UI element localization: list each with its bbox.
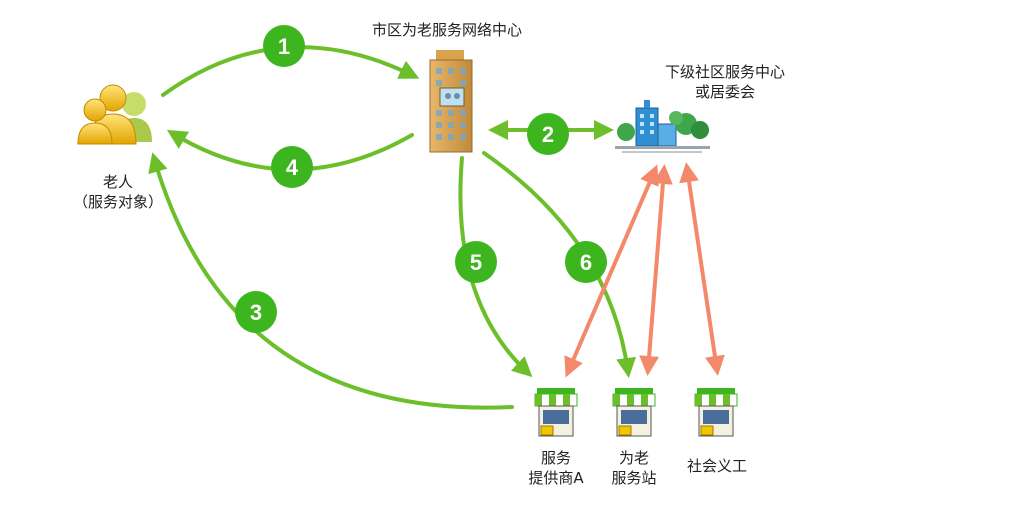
step-badge-5-label: 5	[470, 250, 482, 275]
arrow-community-volunteer	[679, 162, 725, 376]
label-community: 下级社区服务中心 或居委会	[655, 62, 795, 102]
orange-arrows	[564, 162, 725, 378]
step-badge-3-label: 3	[250, 300, 262, 325]
step-badge-2: 2	[527, 113, 569, 155]
shop-icon-provider	[534, 388, 578, 437]
label-elder: 老人 （服务对象）	[58, 172, 178, 212]
label-station-line-2: 服务站	[611, 469, 657, 487]
label-elder-line-1: 老人	[102, 173, 133, 191]
step-badge-3: 3	[235, 291, 277, 333]
arrow-5-center-to-provider	[458, 156, 533, 378]
label-center: 市区为老服务网络中心	[372, 20, 522, 40]
step-badge-4-label: 4	[286, 155, 299, 180]
label-center-line-1: 市区为老服务网络中心	[372, 21, 523, 39]
step-badge-2-label: 2	[542, 122, 554, 147]
shop-icon-volunteer	[694, 388, 738, 437]
label-provider-line-2: 提供商A	[528, 469, 584, 487]
arrow-community-station	[639, 164, 673, 376]
green-arrows	[148, 45, 637, 410]
office-tower-icon	[429, 50, 473, 153]
step-badge-6-label: 6	[580, 250, 592, 275]
label-elder-line-2: （服务对象）	[72, 193, 163, 211]
shop-icon-station	[612, 388, 656, 437]
community-building-icon	[615, 100, 710, 153]
step-badge-6: 6	[565, 241, 607, 283]
label-volunteer: 社会义工	[680, 456, 754, 476]
step-badge-4: 4	[271, 146, 313, 188]
label-provider: 服务 提供商A	[518, 448, 594, 488]
label-community-line-2: 或居委会	[694, 83, 755, 101]
arrow-3-provider-to-elder	[148, 152, 514, 410]
label-volunteer-line-1: 社会义工	[686, 457, 747, 475]
step-badge-1: 1	[263, 25, 305, 67]
step-badge-1-label: 1	[278, 34, 290, 59]
elder-people-icon	[77, 84, 152, 145]
label-provider-line-1: 服务	[540, 449, 571, 467]
label-station-line-1: 为老	[618, 449, 649, 467]
label-community-line-1: 下级社区服务中心	[664, 63, 785, 81]
step-badge-5: 5	[455, 241, 497, 283]
label-station: 为老 服务站	[604, 448, 664, 488]
